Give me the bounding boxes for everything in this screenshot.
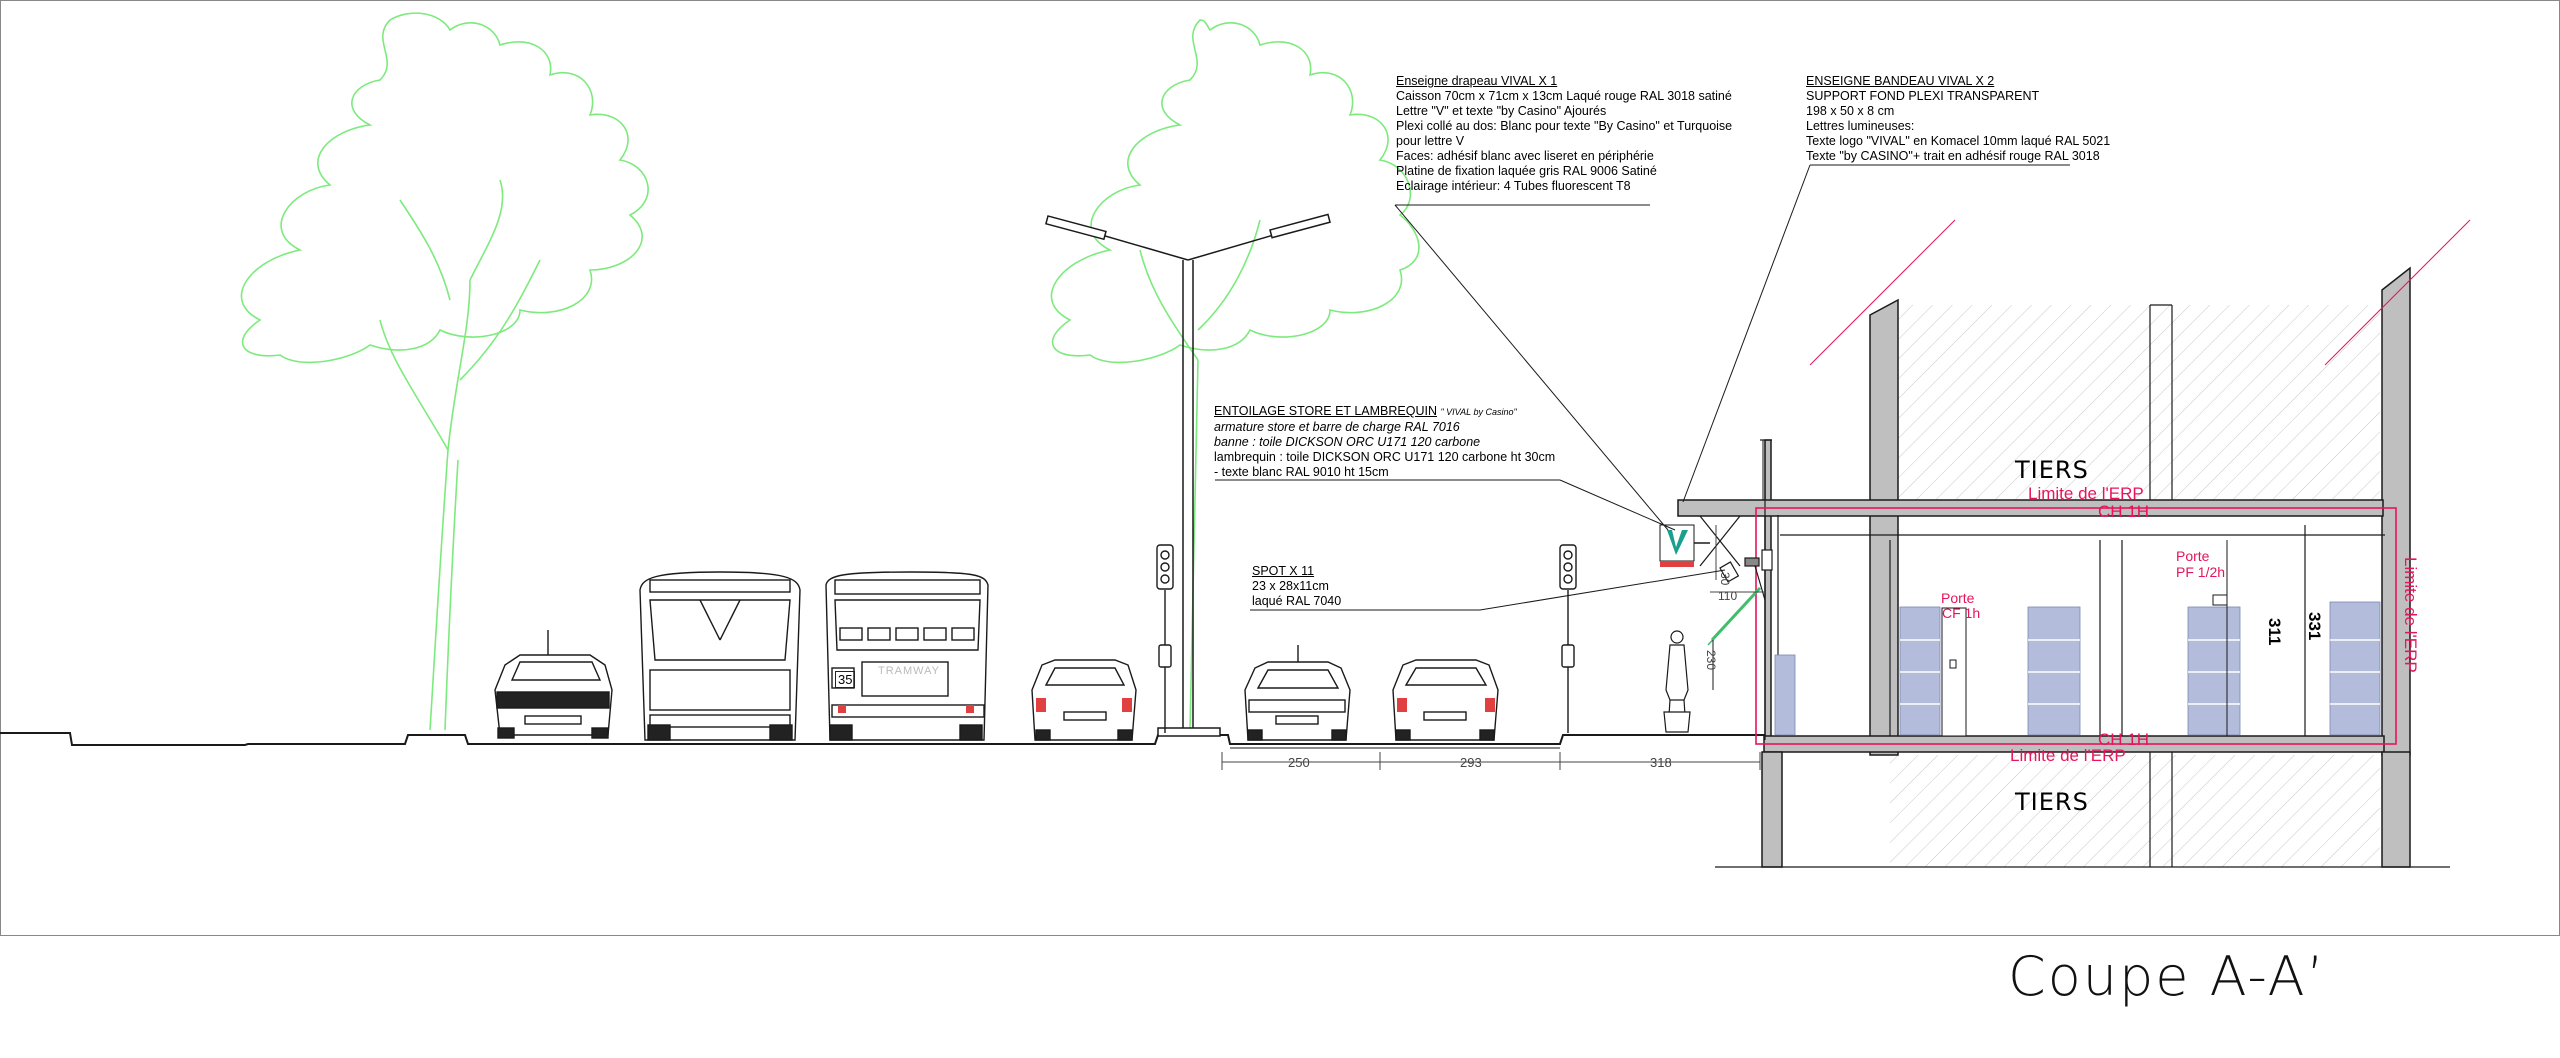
building-hatch	[1890, 305, 2380, 867]
annotation-bandeau: ENSEIGNE BANDEAU VIVAL X 2 SUPPORT FOND …	[1806, 74, 2110, 164]
annotation-drapeau-title: Enseigne drapeau VIVAL X 1	[1396, 74, 1558, 88]
dimension-chain	[1221, 752, 1761, 770]
erp-limit	[1755, 507, 2397, 745]
label-porte-pf-2: PF 1/2h	[2176, 564, 2226, 580]
annotation-line: laqué RAL 7040	[1252, 594, 1342, 608]
annotation-line: SPOT X 11	[1252, 564, 1315, 578]
annotation-spot: SPOT X 11 23 x 28x11cm laqué RAL 7040	[1252, 564, 1341, 609]
traffic-light-2	[1559, 544, 1577, 733]
label-porte-cf-2: CF 1h	[1942, 605, 1981, 621]
shelf-lines	[1900, 639, 2380, 705]
label-limite-right: Limite de l'ERP	[2401, 557, 2420, 673]
flag-sign	[1659, 524, 1710, 567]
annotation-line: Platine de fixation laquée gris RAL 9006…	[1396, 164, 1657, 178]
label-bus-number: 35	[835, 671, 856, 688]
label-bus-sign: TRAMWAY	[878, 665, 940, 677]
car-4	[1392, 659, 1499, 741]
traffic-light-1	[1156, 544, 1174, 733]
annotation-line: Eclairage intérieur: 4 Tubes fluorescent…	[1396, 179, 1631, 193]
annotation-line: banne : toile DICKSON ORC U171 120 carbo…	[1214, 435, 1481, 449]
label-limite-bottom: Limite de l'ERP	[2010, 746, 2126, 765]
annotation-line: Lettre "V" et texte "by Casino" Ajourés	[1396, 104, 1607, 118]
label-height-311: 311	[2265, 618, 2284, 646]
annotation-line: lambrequin : toile DICKSON ORC U171 120 …	[1214, 450, 1556, 464]
annotation-line: armature store et barre de charge RAL 70…	[1214, 420, 1460, 434]
annotation-line: Texte "by CASINO"+ trait en adhésif roug…	[1806, 149, 2100, 163]
annotation-line: Plexi collé au dos: Blanc pour texte "By…	[1396, 119, 1733, 133]
label-ch-bottom: CH 1H	[2098, 730, 2150, 749]
car-3	[1244, 645, 1351, 741]
annotation-line: SUPPORT FOND PLEXI TRANSPARENT	[1806, 89, 2040, 103]
bus-2	[825, 571, 989, 741]
sign-dimensions	[1710, 525, 1765, 593]
awning	[1707, 586, 1762, 690]
bus-1	[639, 571, 801, 741]
ground-line	[0, 732, 1765, 749]
annotation-line: - texte blanc RAL 9010 ht 15cm	[1214, 465, 1389, 479]
street-lamp	[1045, 213, 1331, 737]
label-height-331: 331	[2305, 612, 2324, 641]
annotation-store-title: ENTOILAGE STORE ET LAMBREQUIN	[1214, 404, 1437, 418]
annotation-drapeau: Enseigne drapeau VIVAL X 1 Caisson 70cm …	[1396, 74, 1732, 194]
tree-right	[1050, 19, 1420, 731]
annotation-line: Lettres lumineuses:	[1806, 119, 1915, 133]
dimension-293: 293	[1460, 755, 1482, 770]
door-cf	[1941, 607, 1967, 737]
annotation-line: 23 x 28x11cm	[1252, 579, 1329, 593]
annotation-line: Faces: adhésif blanc avec liseret en pér…	[1396, 149, 1654, 163]
annotation-line: 198 x 50 x 8 cm	[1806, 104, 1895, 118]
label-ch-top: CH 1H	[2098, 502, 2150, 521]
car-1	[494, 630, 613, 739]
dimension-awning: 230	[1704, 650, 1718, 671]
annotation-line: Caisson 70cm x 71cm x 13cm Laqué rouge R…	[1396, 89, 1732, 103]
dimension-sign-h: 30	[1718, 572, 1732, 586]
annotation-store: ENTOILAGE STORE ET LAMBREQUIN " VIVAL by…	[1214, 404, 1555, 480]
drawing-title: Coupe A-A’	[2008, 945, 2326, 1008]
label-tiers-bottom: TIERS	[2015, 788, 2089, 816]
annotation-line: pour lettre V	[1396, 134, 1465, 148]
label-limite-top: Limite de l'ERP	[2028, 484, 2144, 503]
cut-lines	[1809, 219, 2471, 366]
shelving	[1774, 601, 2381, 736]
dimension-318: 318	[1650, 755, 1672, 770]
leader-lines	[1215, 164, 2070, 611]
car-2	[1031, 659, 1137, 741]
door-pf	[2212, 540, 2228, 736]
label-tiers-top: TIERS	[2015, 456, 2089, 484]
annotation-line: Texte logo "VIVAL" en Komacel 10mm laqué…	[1806, 134, 2111, 148]
pedestrian	[1663, 630, 1691, 733]
spot	[1699, 515, 1773, 601]
dimension-250: 250	[1288, 755, 1310, 770]
label-porte-cf-1: Porte	[1941, 590, 1975, 606]
dimension-sign-w: 110	[1718, 589, 1738, 603]
label-porte-pf-1: Porte	[2176, 548, 2210, 564]
tree-left	[240, 12, 649, 731]
annotation-bandeau-title: ENSEIGNE BANDEAU VIVAL X 2	[1806, 74, 1995, 88]
annotation-store-subtitle: " VIVAL by Casino"	[1440, 407, 1517, 417]
